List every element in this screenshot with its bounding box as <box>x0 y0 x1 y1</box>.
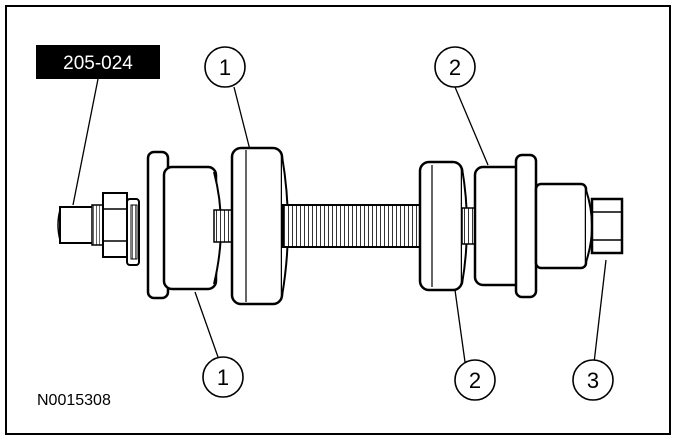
callout-bottom-left-label: 1 <box>217 365 229 390</box>
tool-number-text: 205-024 <box>63 53 133 74</box>
callout-bottom-middle-label: 2 <box>469 368 481 393</box>
adapter-body <box>534 182 593 270</box>
figure-id: N0015308 <box>37 392 111 409</box>
tool-number-background <box>36 45 160 79</box>
large-spacer <box>230 146 289 306</box>
thrust-washer <box>126 198 140 266</box>
callout-bottom-middle: 2 <box>454 359 496 401</box>
leader-lines <box>72 78 607 364</box>
forcing-screw-hex-end <box>57 206 97 244</box>
receiver-cup-left <box>146 150 222 300</box>
callout-bottom-right: 3 <box>572 359 614 401</box>
adapter-hex-end <box>590 197 624 255</box>
callout-top-right-label: 2 <box>449 55 461 80</box>
callout-bottom-right-label: 3 <box>587 368 599 393</box>
receiver-cup-right <box>473 153 538 299</box>
callout-top-left: 1 <box>204 46 246 88</box>
right-spacer <box>418 160 468 292</box>
callout-top-left-label: 1 <box>219 55 231 80</box>
forcing-screw-thread <box>282 204 426 248</box>
tool-number-label: 205-024 <box>36 45 160 79</box>
callout-top-right: 2 <box>434 46 476 88</box>
callout-bottom-left: 1 <box>202 356 244 398</box>
hex-nut <box>102 192 128 258</box>
